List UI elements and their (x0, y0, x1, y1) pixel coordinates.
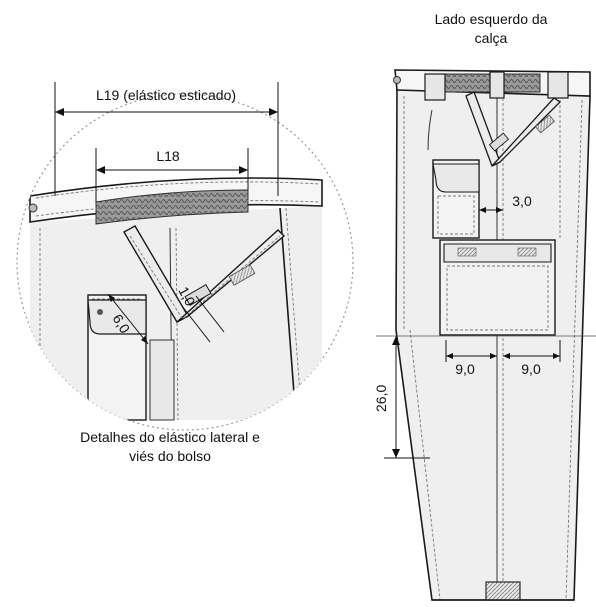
detail-caption-line1: Detalhes do elástico lateral e (80, 429, 260, 445)
detail-circle (16, 93, 354, 431)
hem-patch (485, 581, 521, 601)
dim-pocket-gap-label: 3,0 (512, 193, 532, 209)
dim-left-width-label: 9,0 (455, 361, 475, 377)
detail-pants-cut (29, 177, 323, 421)
dim-height-label: 26,0 (373, 385, 389, 412)
left-detail: L19 (elástico esticado) L18 1,0 6,0 Deta… (16, 82, 354, 464)
detail-elastic (95, 189, 249, 225)
dim-l19-label: L19 (elástico esticado) (96, 87, 236, 103)
right-view: Lado esquerdo da calça 3,0 (373, 11, 596, 601)
detail-caption-line2: viés do bolso (129, 448, 211, 464)
view-title-line1: Lado esquerdo da (435, 11, 548, 27)
view-title-line2: calça (475, 30, 508, 46)
dim-l18-label: L18 (156, 148, 180, 164)
dim-right-width-label: 9,0 (521, 361, 541, 377)
